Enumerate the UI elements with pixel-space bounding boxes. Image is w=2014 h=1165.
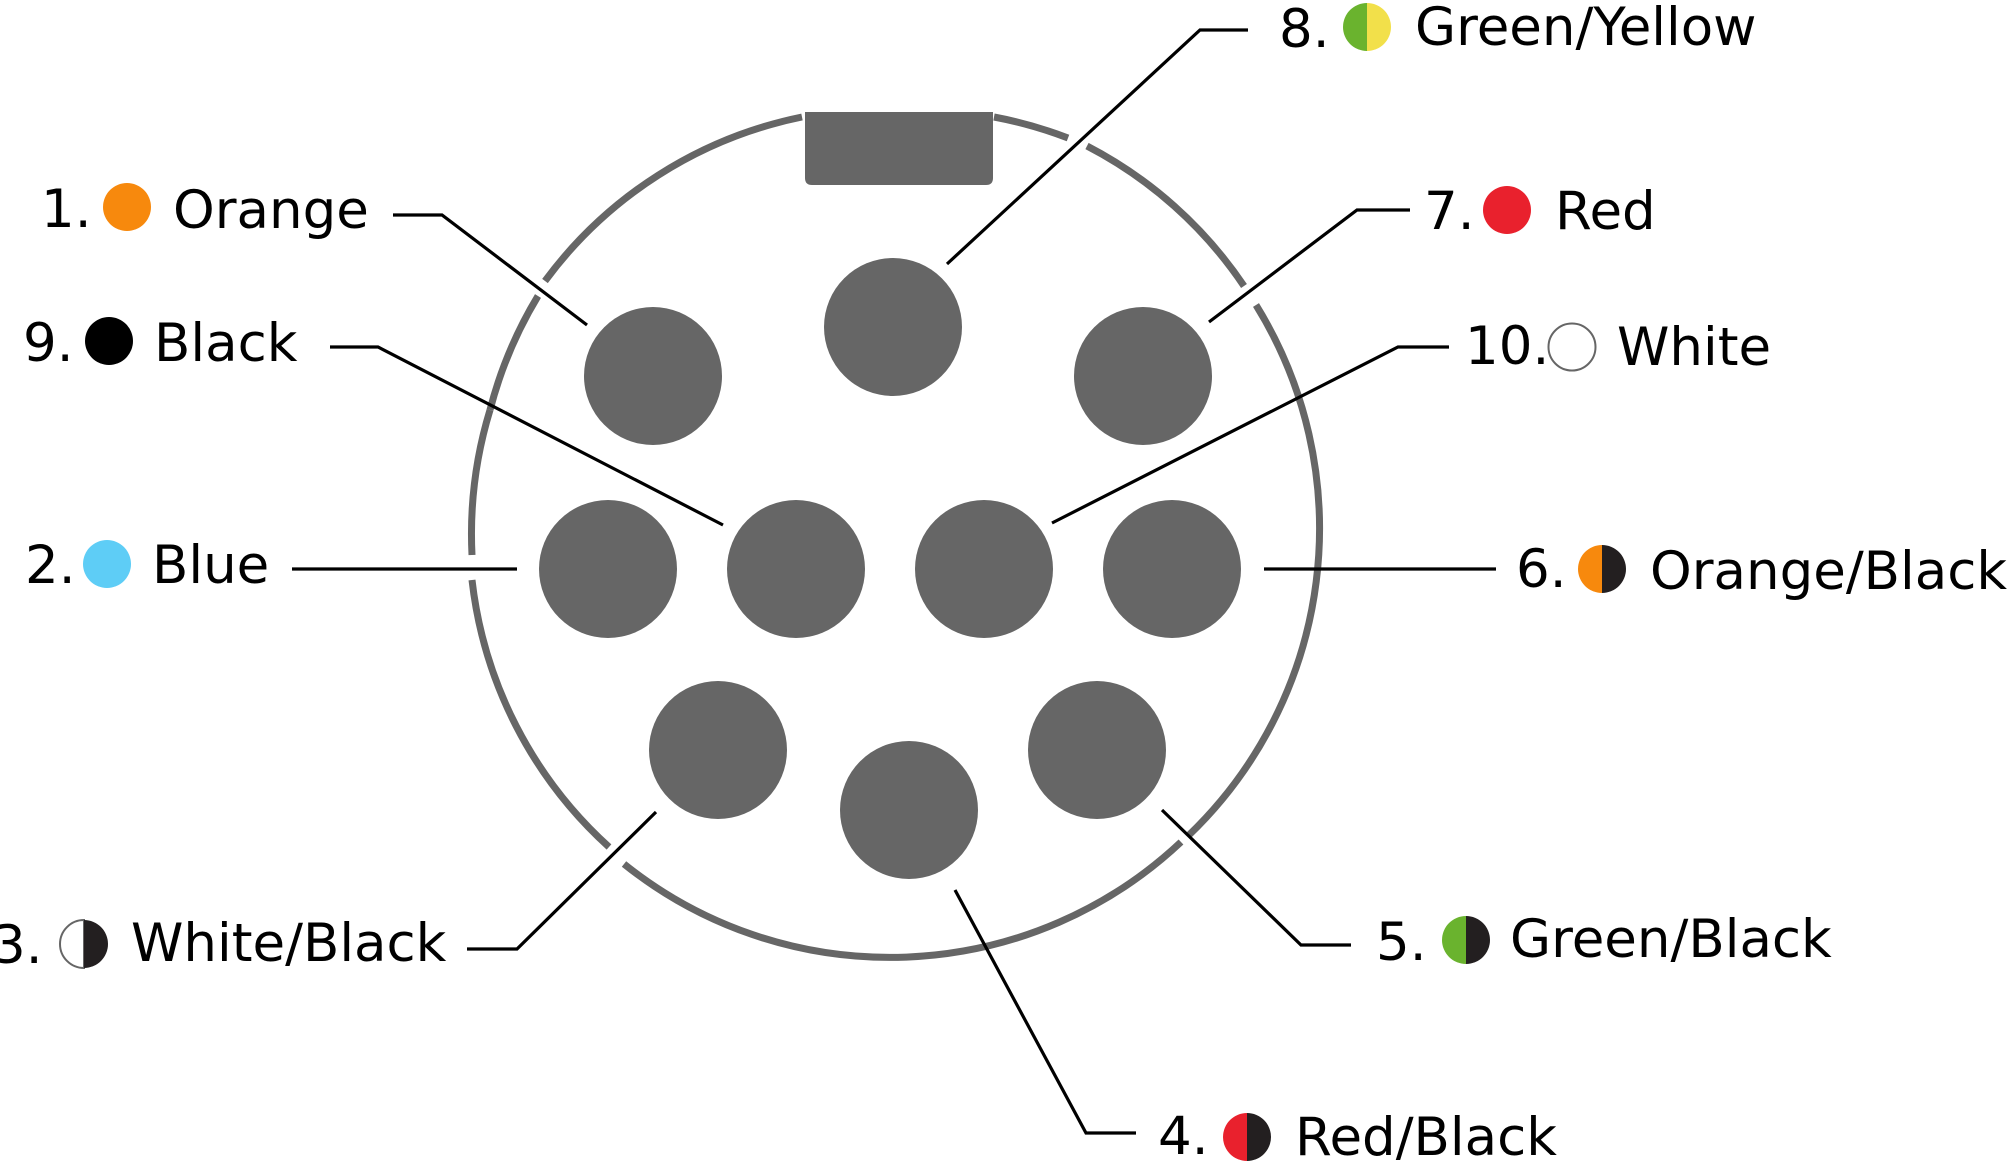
shell-arc-top-left [542, 113, 803, 284]
swatch-green-black [1442, 916, 1490, 964]
pin-contact-2 [539, 500, 677, 638]
leader-line-3 [467, 810, 658, 951]
shell-arc-top-right [1085, 142, 1247, 288]
leader-line-7 [1208, 208, 1410, 324]
pin-contact-9 [727, 500, 865, 638]
keying-tab [805, 112, 993, 185]
pin-label-8: Green/Yellow [1415, 0, 1757, 58]
pin-number-7: 7. [1424, 181, 1475, 242]
leader-line-1 [393, 213, 588, 327]
pin-contact-8 [824, 258, 962, 396]
pin-number-6: 6. [1516, 539, 1567, 600]
swatch-red-black [1223, 1113, 1271, 1161]
swatch-white-black [59, 918, 108, 970]
shell-arc-top-mid [993, 113, 1070, 142]
shell-arc-bottom-left [468, 579, 612, 850]
pin-label-2: Blue [152, 535, 269, 596]
shell-arc-left-upper [486, 294, 541, 411]
pin-contact-7 [1074, 307, 1212, 445]
swatch-black [85, 317, 133, 365]
leader-line-4 [953, 889, 1136, 1135]
pin-number-4: 4. [1158, 1106, 1209, 1165]
shell-arc-right [1186, 303, 1324, 838]
pin-label-4: Red/Black [1295, 1107, 1557, 1165]
pin-label-6: Orange/Black [1650, 541, 2007, 602]
pin-label-5: Green/Black [1510, 909, 1832, 970]
shell-arc-left-lower [468, 408, 494, 556]
shell-arc-bottom [621, 839, 1184, 961]
pin-label-7: Red [1555, 181, 1656, 242]
swatch-white [1547, 322, 1597, 372]
swatch-blue [83, 540, 131, 588]
pin-contacts [539, 258, 1241, 879]
pin-contact-5 [1028, 681, 1166, 819]
pin-label-10: White [1617, 317, 1771, 378]
pin-number-3: 3. [0, 915, 43, 976]
pin-contact-3 [649, 681, 787, 819]
leader-line-5 [1160, 808, 1351, 947]
swatch-red [1483, 186, 1531, 234]
pin-number-5: 5. [1376, 912, 1427, 973]
wire-color-swatches [59, 3, 1626, 1161]
swatch-orange [103, 183, 151, 231]
connector-shell [468, 113, 1324, 961]
pin-label-9: Black [154, 313, 298, 374]
leader-lines [292, 28, 1496, 1135]
pin-label-1: Orange [173, 180, 369, 241]
pin-contact-10 [915, 500, 1053, 638]
pin-number-9: 9. [23, 313, 74, 374]
swatch-green-yellow [1343, 3, 1391, 51]
pin-number-10: 10. [1465, 316, 1549, 377]
leader-line-8 [945, 28, 1248, 266]
pin-contact-6 [1103, 500, 1241, 638]
pin-number-8: 8. [1279, 0, 1330, 60]
swatch-orange-black [1578, 545, 1626, 593]
pin-label-3: White/Black [131, 913, 447, 974]
pin-number-2: 2. [25, 535, 76, 596]
leader-line-9 [330, 345, 724, 527]
pin-contact-1 [584, 307, 722, 445]
leader-line-10 [1051, 345, 1449, 525]
pin-contact-4 [840, 741, 978, 879]
pin-number-1: 1. [41, 179, 92, 240]
